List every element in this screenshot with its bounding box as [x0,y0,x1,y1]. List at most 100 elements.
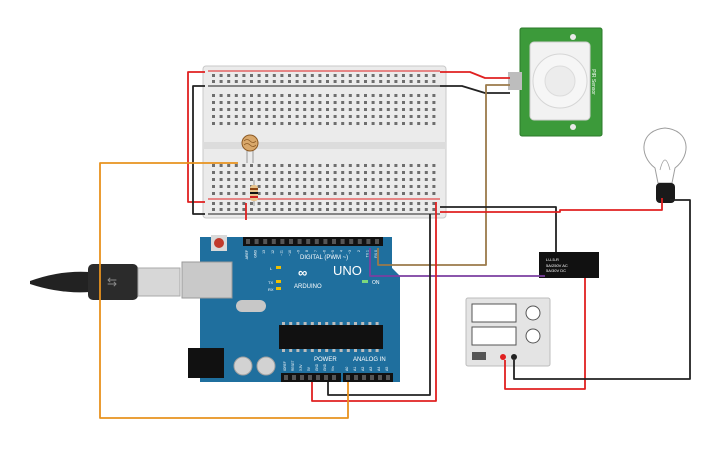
supply-terminal-positive[interactable] [500,354,506,360]
supply-knob-current[interactable] [525,328,541,344]
digital-pin-hole[interactable] [246,239,250,244]
breadboard[interactable] [202,65,447,219]
digital-pin-hole[interactable] [366,239,371,244]
breadboard-hole [432,192,436,195]
breadboard-hole [409,101,413,104]
breadboard-hole [303,208,307,211]
wire-supply-positive[interactable] [504,278,586,390]
digital-pin-hole[interactable] [323,239,328,244]
breadboard-hole [402,164,405,167]
breadboard-hole [303,164,307,167]
power-pin-hole[interactable] [308,375,312,380]
analog-pin-hole[interactable] [370,375,374,380]
wire-pir-gnd[interactable] [440,85,510,94]
power-pin-hole[interactable] [292,375,296,380]
digital-pin-hole[interactable] [349,239,354,244]
wire-relay-signal[interactable] [369,248,545,277]
breadboard-hole [318,164,322,167]
digital-pin-label: TX 1 [365,250,369,257]
supply-terminal-negative[interactable] [511,354,517,360]
breadboard-hole [386,115,390,118]
digital-pin-hole[interactable] [375,239,379,244]
chip-pin [375,322,379,325]
breadboard-hole [333,80,337,83]
digital-pin-hole[interactable] [357,239,362,244]
digital-pin-hole[interactable] [280,239,285,244]
power-pin-hole[interactable] [284,375,288,380]
digital-pin-hole[interactable] [306,239,311,244]
wire-5v-arduino[interactable] [311,202,437,402]
analog-pin-hole[interactable] [354,375,358,380]
breadboard-hole [379,164,383,167]
photoresistor[interactable] [241,134,259,163]
wire-bulb-red[interactable] [440,198,663,213]
digital-pin-hole[interactable] [297,239,302,244]
breadboard-hole [402,185,405,188]
wire-left-red-rail[interactable] [187,71,205,203]
relay-module[interactable]: LU-5-R 5A/250V AC 5A/30V DC [539,252,599,278]
breadboard-hole [212,74,215,77]
breadboard-hole [379,122,383,125]
power-pin-hole[interactable] [332,375,336,380]
breadboard-hole [227,108,231,111]
supply-switch[interactable] [472,352,486,360]
chip-pin [368,349,372,352]
wire-gnd-arduino[interactable] [327,214,431,396]
reset-button[interactable] [214,238,224,248]
breadboard-hole [371,178,375,181]
breadboard-hole [356,74,360,77]
breadboard-hole [265,208,269,211]
breadboard-hole [219,185,223,188]
power-pin-hole[interactable] [300,375,304,380]
breadboard-hole [386,101,390,104]
breadboard-hole [409,202,413,205]
digital-pin-hole[interactable] [254,239,259,244]
breadboard-hole [417,164,421,167]
chip-pin [310,349,314,352]
wire-ldr-analog[interactable] [99,162,349,419]
chip-pin [332,322,336,325]
breadboard-hole [227,178,231,181]
wire-supply-negative[interactable] [513,199,691,380]
led-rx [276,287,281,290]
breadboard-hole [326,171,329,174]
supply-knob-voltage[interactable] [525,305,541,321]
breadboard-hole [424,101,428,104]
analog-pin-hole[interactable] [386,375,390,380]
breadboard-hole [310,192,314,195]
breadboard-hole [386,74,390,77]
supply-display-top [471,303,517,323]
breadboard-hole [417,115,421,118]
wire-left-black-rail[interactable] [192,85,205,215]
digital-pin-hole[interactable] [340,239,345,244]
breadboard-hole [386,164,390,167]
digital-pin-hole[interactable] [263,239,268,244]
breadboard-hole [318,185,322,188]
breadboard-hole [219,94,223,97]
usb-cable[interactable]: ⇆ [30,264,181,300]
power-pin-hole[interactable] [324,375,328,380]
digital-pin-hole[interactable] [332,239,336,244]
breadboard-hole [394,101,398,104]
digital-pin-hole[interactable] [314,239,319,244]
digital-pin-hole[interactable] [271,239,276,244]
light-bulb[interactable] [643,127,687,203]
power-supply[interactable] [465,297,551,367]
wire-pir-vcc[interactable] [440,71,510,79]
breadboard-hole [364,101,367,104]
pir-sensor[interactable]: PIR Sensor [508,27,603,137]
breadboard-hole [219,122,223,125]
wire-relay-gnd[interactable] [440,206,557,252]
power-pin-hole[interactable] [316,375,320,380]
analog-pin-hole[interactable] [362,375,366,380]
digital-pin-hole[interactable] [289,239,293,244]
breadboard-hole [234,74,238,77]
breadboard-hole [219,164,223,167]
analog-pin-hole[interactable] [346,375,350,380]
wire-pir-signal[interactable] [377,84,510,266]
resistor[interactable] [250,180,258,206]
analog-pin-hole[interactable] [378,375,382,380]
breadboard-hole [227,115,231,118]
